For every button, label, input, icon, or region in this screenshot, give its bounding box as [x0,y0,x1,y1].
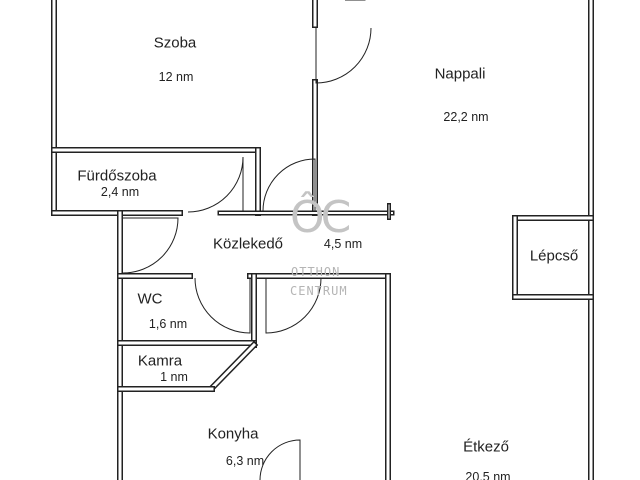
room-area-kamra: 1 nm [160,370,188,384]
wall [209,342,257,391]
room-label-wc: WC [137,290,163,308]
room-label-nappali: Nappali [434,65,486,83]
door-swing-icon [187,156,244,213]
room-label-furdoszoba: Fürdőszoba [77,167,157,185]
room-label-szoba: Szoba [153,34,197,52]
room-area-kozlekedo: 4,5 nm [323,237,363,251]
door-swing-icon [122,217,179,274]
room-area-furdoszoba: 2,4 nm [100,185,140,199]
door-swing-icon [194,277,251,334]
watermark-line2: CENTRUM [290,284,348,298]
room-area-wc: 1,6 nm [148,317,188,331]
door-swing-icon [259,439,301,480]
watermark-line1: OTTHON [291,265,341,279]
room-label-kozlekedo: Közlekedő [212,235,284,253]
room-area-konyha: 6,3 nm [225,454,265,468]
room-label-kamra: Kamra [137,352,183,370]
watermark-logo: ÔC [290,192,351,243]
room-label-lepcso: Lépcső [529,247,579,265]
door-swing-icon [315,27,372,84]
door-swing-icon [265,277,322,334]
room-label-konyha: Konyha [207,425,259,443]
room-label-etkezo: Étkező [463,438,509,456]
room-area-nappali: 22,2 nm [443,110,489,124]
room-area-szoba: 12 nm [158,70,194,84]
door-swing-icon [262,158,316,212]
room-area-etkezo: 20,5 nm [465,470,511,480]
